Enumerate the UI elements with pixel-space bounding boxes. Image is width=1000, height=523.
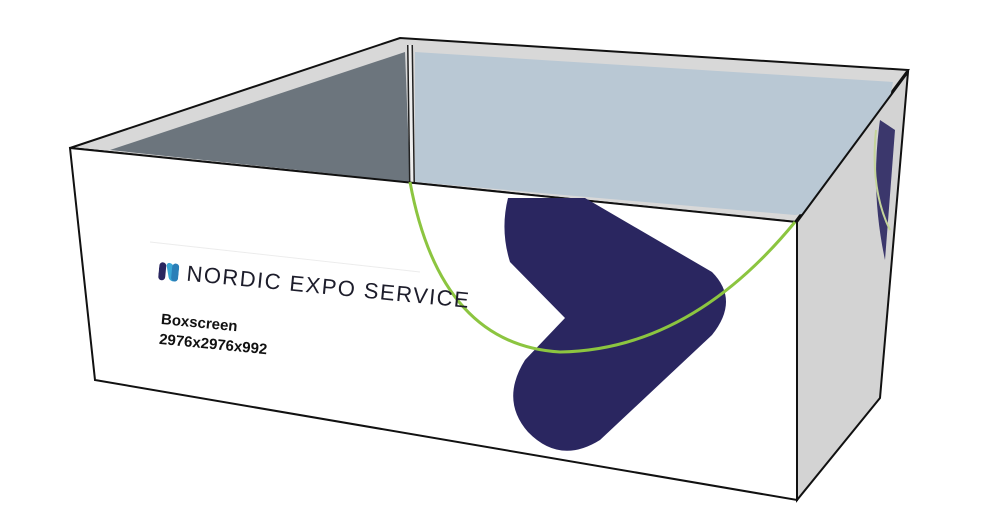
brand-logo: NORDIC EXPO SERVICE (158, 258, 472, 314)
nordic-logo-icon (158, 262, 180, 282)
green-curve (408, 181, 797, 354)
interior-left-wall (110, 52, 410, 182)
navy-graphic (504, 198, 726, 451)
interior-back-wall (415, 52, 893, 215)
